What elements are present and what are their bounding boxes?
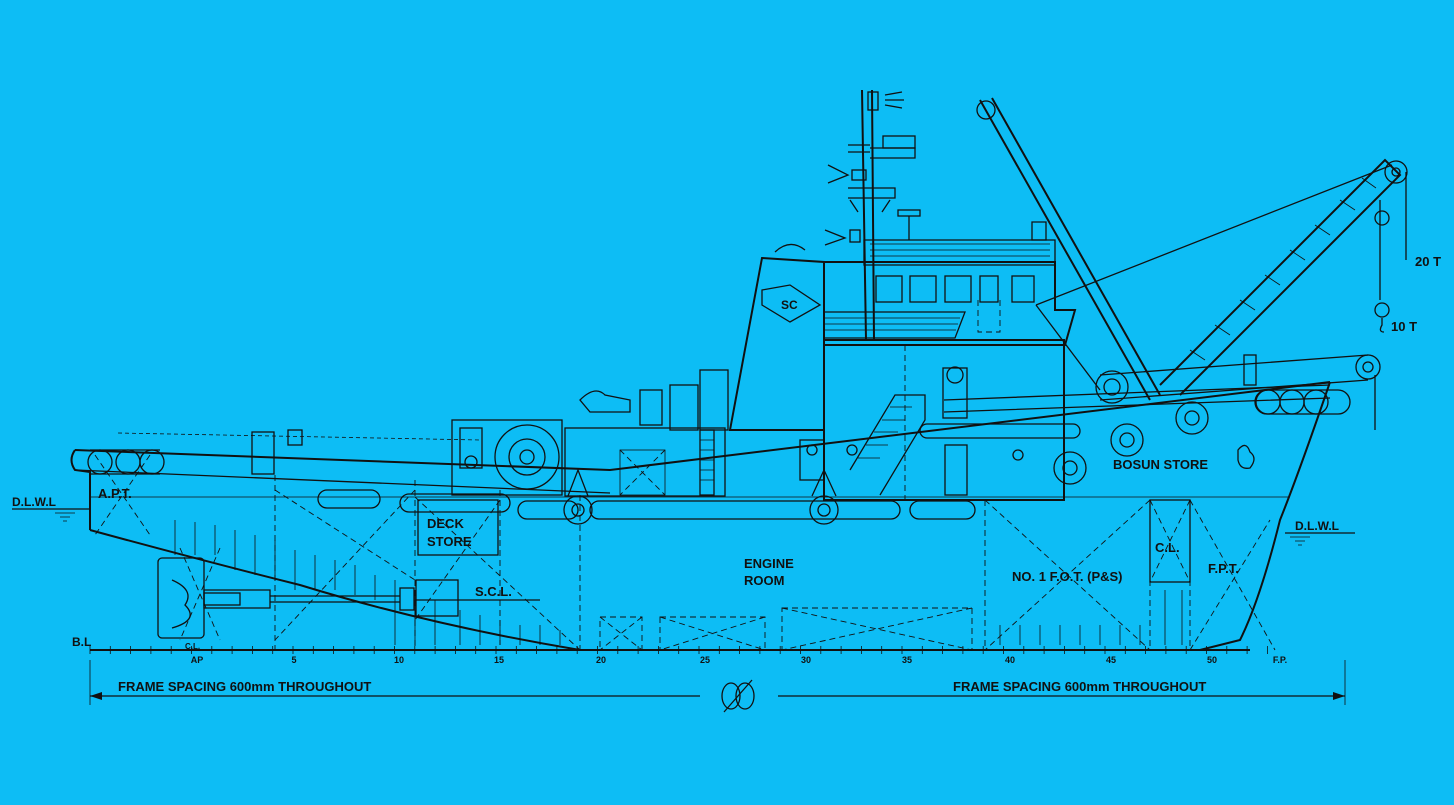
frame-number-label: 15 (494, 655, 504, 665)
frame-number-label: 50 (1207, 655, 1217, 665)
frame-ticks (89, 646, 1268, 654)
frame-number-label: 20 (596, 655, 606, 665)
frame-spacing-left: FRAME SPACING 600mm THROUGHOUT (118, 679, 371, 694)
aft-bulkheads (274, 475, 581, 651)
aft-frame-posts (174, 520, 561, 645)
frame-spacing-right: FRAME SPACING 600mm THROUGHOUT (953, 679, 1206, 694)
deck-store-label-2: STORE (427, 534, 472, 549)
waterline-marks (12, 508, 1355, 546)
funnel (579, 243, 825, 496)
funnel-logo: SC (781, 298, 798, 312)
forward-tanks (984, 499, 1276, 651)
dlwl-label-left: D.L.W.L (12, 495, 56, 509)
scl-label: S.C.L. (475, 584, 512, 599)
frame-number-labels: AP 5 10 15 20 25 30 35 40 45 50 F.P. (191, 655, 1287, 665)
engine-room-label-1: ENGINE (744, 556, 794, 571)
dlwl-label-right: D.L.W.L (1295, 519, 1339, 533)
crane (976, 97, 1408, 430)
bosun-store-label: BOSUN STORE (1113, 457, 1208, 472)
crane-load-aux: 10 T (1391, 319, 1417, 334)
frame-spacing-dimension (89, 660, 1346, 713)
aft-bulwark (87, 429, 481, 536)
apt-label: A.P.T. (98, 486, 132, 501)
frame-number-label: 10 (394, 655, 404, 665)
frame-number-label: AP (191, 655, 204, 665)
frame-number-label: 40 (1005, 655, 1015, 665)
frame-number-label: 35 (902, 655, 912, 665)
deck-store-label-1: DECK (427, 516, 464, 531)
fot-label: NO. 1 F.O.T. (P&S) (1012, 569, 1123, 584)
forecastle (919, 354, 1351, 485)
frame-number-label: 5 (291, 655, 296, 665)
text-labels: D.L.W.L D.L.W.L B.L A.P.T. DECK STORE S.… (12, 254, 1441, 694)
baseline-label: B.L (72, 635, 91, 649)
engine-room-label-2: ROOM (744, 573, 784, 588)
hull (70, 381, 1331, 651)
crane-load-main: 20 T (1415, 254, 1441, 269)
propeller-nozzle (157, 547, 459, 641)
double-bottom-tanks (599, 607, 973, 651)
mast (824, 89, 1047, 341)
superstructure (799, 239, 1077, 501)
frame-number-label: 25 (700, 655, 710, 665)
towing-winch (451, 419, 726, 497)
fpt-label: F.P.T. (1208, 561, 1239, 576)
frame-number-label: 30 (801, 655, 811, 665)
frame-number-label: 45 (1106, 655, 1116, 665)
stern-centerline-mark: C.L. (185, 642, 200, 651)
frame-number-label: F.P. (1273, 655, 1287, 665)
cl-label: C.L. (1155, 540, 1180, 555)
